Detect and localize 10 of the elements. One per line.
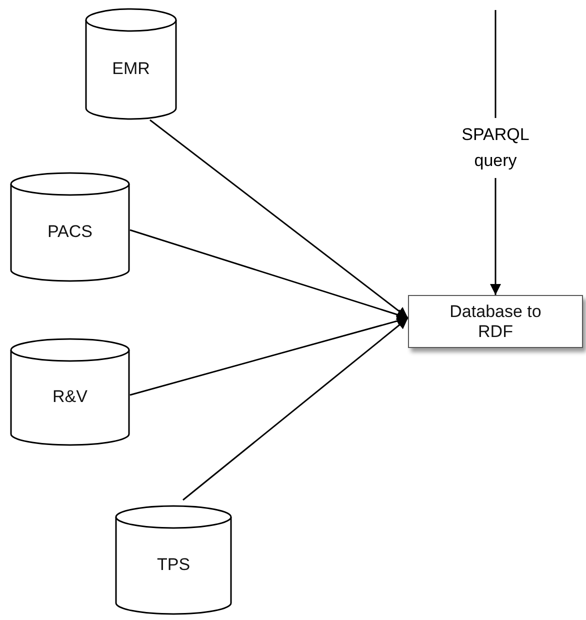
arrow bbox=[130, 316, 408, 396]
node-label: PACS bbox=[47, 222, 93, 242]
node-label: TPS bbox=[156, 555, 190, 575]
arrow bbox=[130, 229, 408, 320]
node-label: R&V bbox=[52, 387, 88, 407]
node-label: EMR bbox=[112, 59, 150, 79]
arrow bbox=[150, 119, 408, 319]
process-box bbox=[408, 295, 583, 348]
node-label: Database to RDF bbox=[448, 302, 542, 342]
arrow bbox=[182, 317, 408, 501]
